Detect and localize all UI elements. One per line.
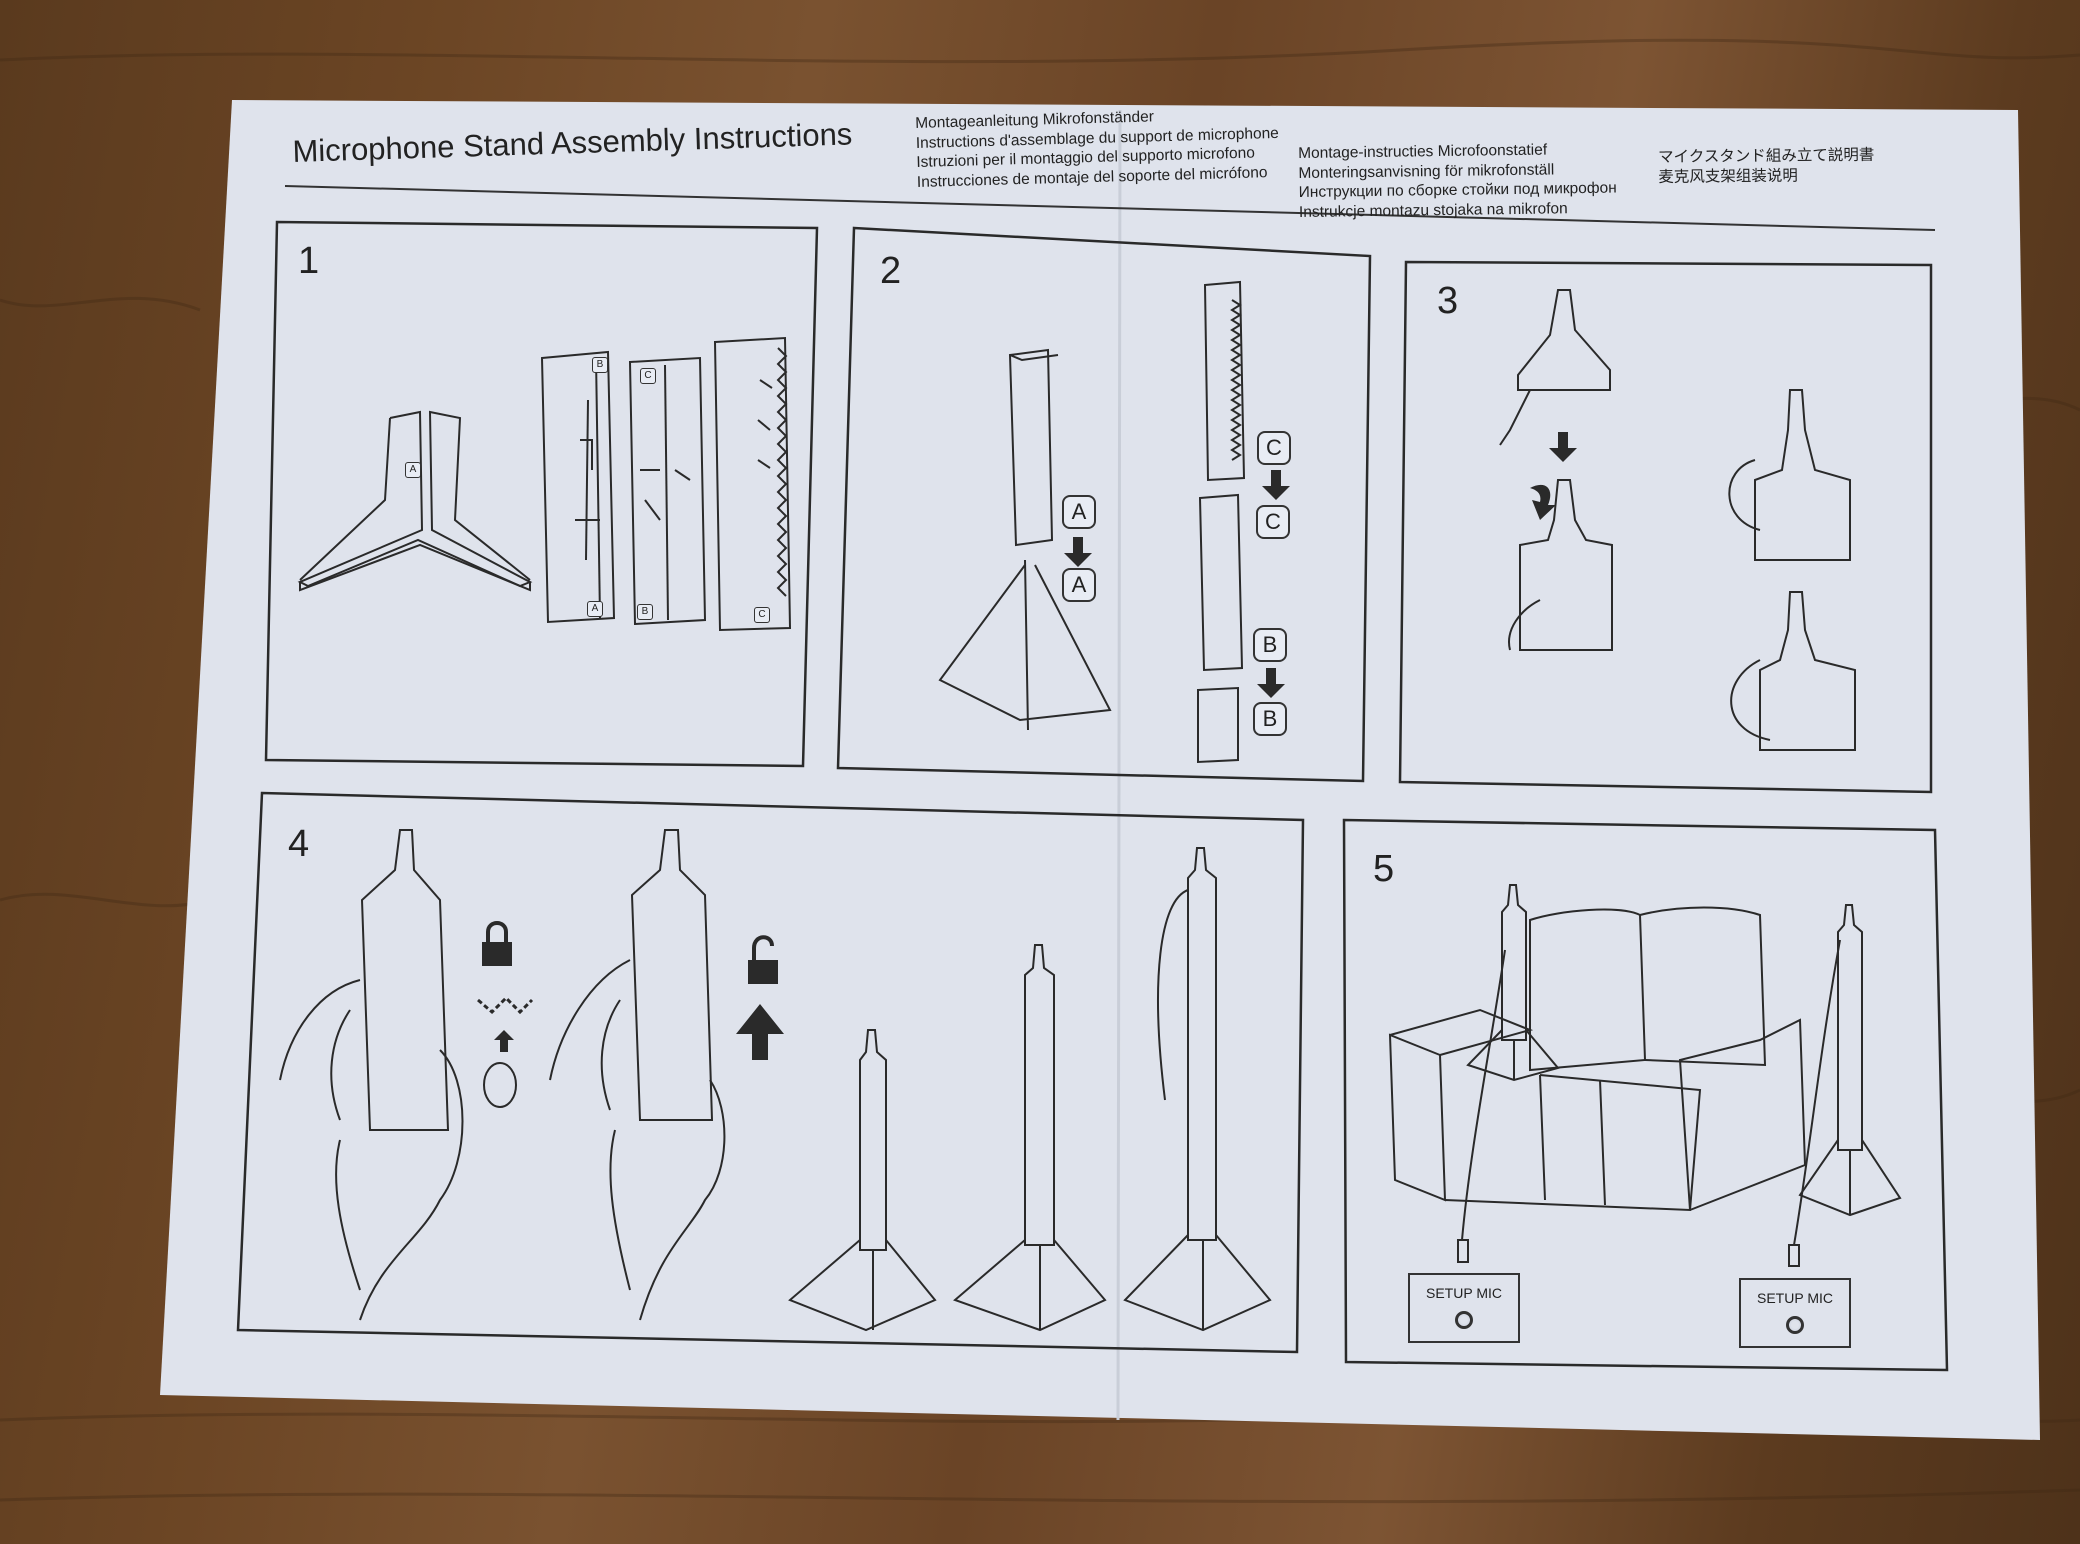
setup-mic-label: SETUP MIC [1408, 1273, 1520, 1343]
lock-open-icon [748, 960, 778, 984]
panel-1-frame [264, 220, 819, 768]
part-label-b: B [1253, 628, 1287, 662]
translation-line: 麦克风支架组装说明 [1658, 167, 1798, 186]
part-label-a: A [1062, 568, 1096, 602]
step-4-parts [279, 829, 1272, 1332]
part-label-a: A [1062, 495, 1096, 529]
part-label-b: B [637, 604, 653, 620]
lock-closed-icon [482, 942, 512, 966]
panel-4-frame [236, 791, 1305, 1354]
setup-mic-label: SETUP MIC [1739, 1278, 1851, 1348]
step-2-parts [938, 280, 1246, 764]
part-label-b: B [1253, 702, 1287, 736]
step-number-1: 1 [298, 240, 320, 282]
mic-socket-icon [1786, 1316, 1804, 1334]
translation-line: マイクスタンド組み立て説明書 [1658, 146, 1875, 166]
setup-mic-text: SETUP MIC [1426, 1285, 1502, 1301]
step-2-arrows [1064, 470, 1290, 698]
part-label-c: C [1256, 505, 1290, 539]
part-label-b: B [592, 357, 608, 373]
step-number-3: 3 [1437, 280, 1459, 322]
step-number-4: 4 [288, 823, 310, 865]
arrow-up-icon [736, 1004, 784, 1060]
part-label-a: A [587, 601, 603, 617]
part-label-c: C [754, 607, 770, 623]
step-5-scene [1388, 884, 1902, 1267]
panel-2-frame [836, 226, 1372, 783]
step-number-5: 5 [1373, 848, 1395, 890]
mic-socket-icon [1455, 1311, 1473, 1329]
part-label-a: A [405, 462, 421, 478]
paper [160, 100, 2040, 1440]
setup-mic-text: SETUP MIC [1757, 1290, 1833, 1306]
step-1-parts [297, 336, 792, 632]
translations-column-3: マイクスタンド組み立て説明書 麦克风支架组装说明 [1658, 146, 1875, 187]
step-3-parts [1499, 289, 1856, 751]
part-label-c: C [1257, 431, 1291, 465]
header-rule [284, 185, 1936, 231]
microphone-stand-icon [1501, 884, 1527, 1041]
panel-5-frame [1342, 818, 1949, 1372]
step-3-arrows [1530, 432, 1577, 520]
translations-column-2: Montage-instructies Microfoonstatief Mon… [1298, 140, 1617, 222]
step-4-icons [477, 921, 784, 1108]
panel-3-frame [1398, 260, 1933, 794]
part-label-c: C [640, 368, 656, 384]
translations-column-1: Montageanleitung Mikrofonständer Instruc… [915, 104, 1280, 192]
step-number-2: 2 [880, 250, 902, 292]
